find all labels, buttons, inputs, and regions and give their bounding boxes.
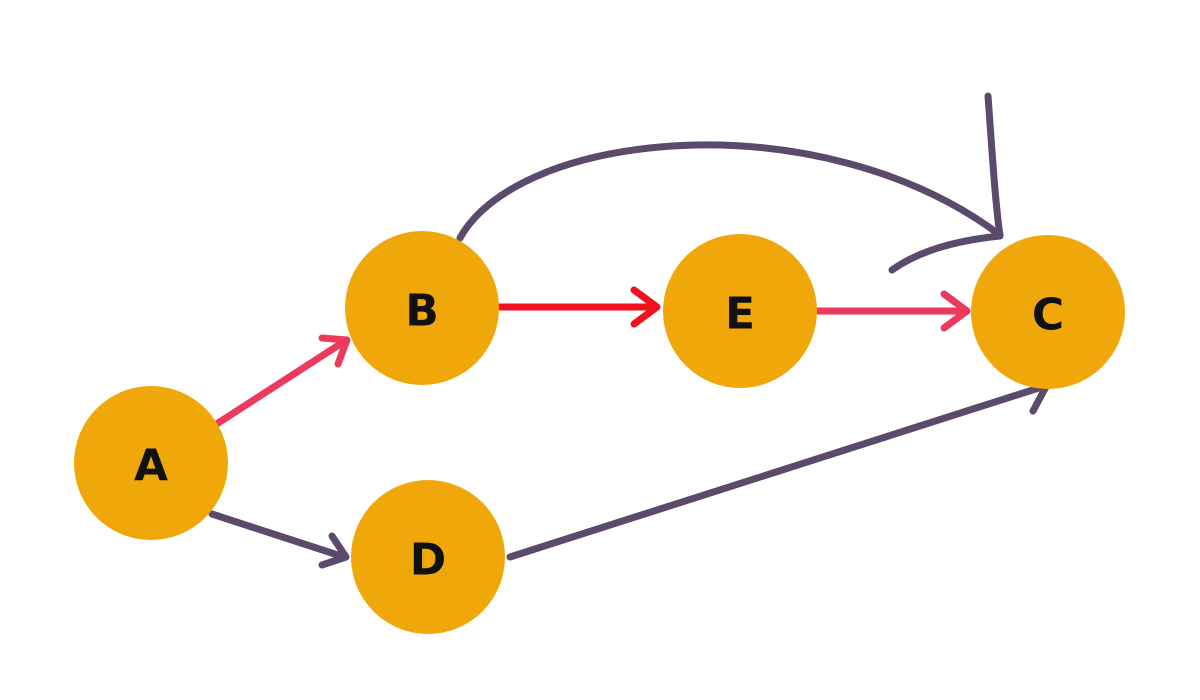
- node-d: D: [351, 480, 505, 634]
- edge-a-d-arrowhead: [318, 532, 350, 569]
- node-b-circle: [345, 231, 499, 385]
- edge-d-c-line: [506, 382, 1049, 561]
- edge-b-e-arrowhead: [630, 286, 661, 328]
- node-e: E: [663, 234, 817, 388]
- edge-a-d-line: [208, 510, 348, 561]
- edge-e-c-arrowhead: [940, 290, 971, 332]
- edge-b-to-e: [496, 286, 661, 328]
- edge-a-b-arrowhead: [318, 334, 351, 368]
- node-a-circle: [74, 386, 228, 540]
- edge-b-to-c-curved: [456, 92, 1004, 274]
- node-b: B: [345, 231, 499, 385]
- node-c-label: C: [1032, 290, 1064, 341]
- edge-b-c-arrowhead: [888, 92, 1004, 274]
- node-c: C: [971, 235, 1125, 389]
- node-e-label: E: [725, 289, 755, 340]
- nodes: A B E C D: [74, 231, 1125, 634]
- node-a-label: A: [134, 441, 168, 492]
- edge-a-b-line: [211, 337, 349, 429]
- edge-b-c-curve: [456, 141, 1004, 242]
- edge-a-to-b: [211, 334, 351, 429]
- node-a: A: [74, 386, 228, 540]
- node-d-label: D: [410, 535, 447, 586]
- edge-d-to-c: [506, 374, 1051, 561]
- node-d-circle: [351, 480, 505, 634]
- edge-a-to-d: [208, 510, 350, 569]
- node-c-circle: [971, 235, 1125, 389]
- edges: [208, 92, 1051, 569]
- node-e-circle: [663, 234, 817, 388]
- edge-e-to-c: [814, 290, 971, 332]
- node-b-label: B: [405, 286, 439, 337]
